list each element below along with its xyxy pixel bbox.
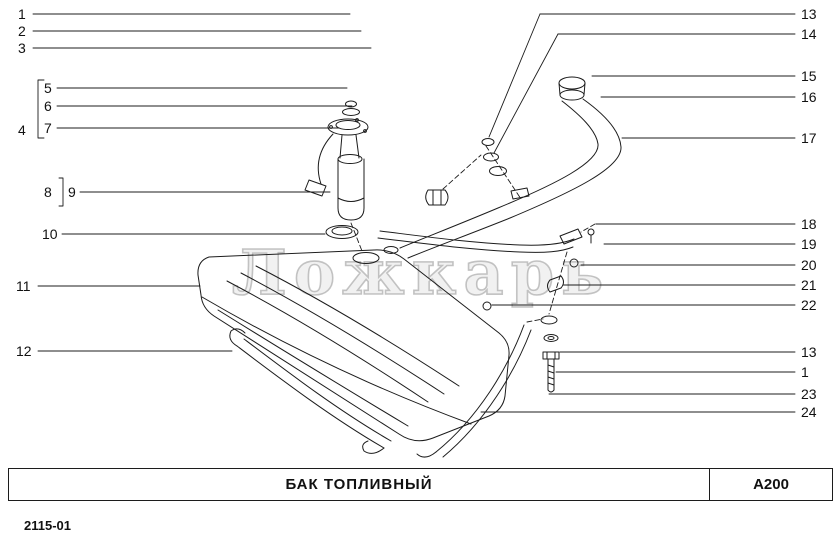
callout-5: 5 <box>44 80 52 96</box>
pump-flange <box>327 118 369 136</box>
callout-1-lower: 1 <box>801 364 809 380</box>
bolt-assembly <box>526 315 560 393</box>
callout-21: 21 <box>801 277 817 293</box>
callout-10: 10 <box>42 226 58 242</box>
callout-7: 7 <box>44 120 52 136</box>
strap-loop <box>229 328 246 347</box>
pump-nut <box>345 100 357 108</box>
callout-4: 4 <box>18 122 26 138</box>
pump-opening <box>352 252 380 264</box>
callout-8: 8 <box>44 184 52 200</box>
hose-bracket <box>559 228 583 245</box>
callout-9: 9 <box>68 184 76 200</box>
hose-clip <box>569 258 579 268</box>
bracket-group-4 <box>37 79 45 139</box>
callout-3: 3 <box>18 40 26 56</box>
callout-1: 1 <box>18 6 26 22</box>
washer-large <box>489 166 507 176</box>
filler-connection <box>383 246 399 254</box>
callout-2: 2 <box>18 23 26 39</box>
part-title: БАК ТОПЛИВНЫЙ <box>9 469 710 500</box>
callout-12: 12 <box>16 343 32 359</box>
callout-20: 20 <box>801 257 817 273</box>
callout-22: 22 <box>801 297 817 313</box>
pipe-clamp <box>510 187 530 200</box>
doc-number: 2115-01 <box>24 518 71 533</box>
callout-16: 16 <box>801 89 817 105</box>
washer-small <box>481 138 495 146</box>
callout-18: 18 <box>801 216 817 232</box>
bracket-screw <box>587 228 595 236</box>
pump-washer <box>342 108 360 116</box>
fuel-hose <box>377 223 596 315</box>
bolt-head <box>542 351 560 360</box>
callout-15: 15 <box>801 68 817 84</box>
watermark-text: Ложкарь <box>231 235 611 310</box>
callout-23: 23 <box>801 386 817 402</box>
float <box>304 179 327 197</box>
pump-body <box>337 158 365 221</box>
leader-lines <box>32 13 796 413</box>
strap-hook-left <box>362 440 385 454</box>
strap-hook-right <box>416 451 437 458</box>
callout-13-lower: 13 <box>801 344 817 360</box>
callout-11: 11 <box>16 278 31 294</box>
pipe-clip <box>482 301 492 311</box>
bolt-washer-bottom <box>543 334 559 342</box>
tank-body <box>197 246 510 442</box>
filler-pipe <box>399 76 622 259</box>
hose-clamp <box>547 275 564 293</box>
callout-19: 19 <box>801 236 817 252</box>
fuel-pump-module <box>304 100 369 252</box>
callout-13: 13 <box>801 6 817 22</box>
callout-6: 6 <box>44 98 52 114</box>
bolt-washer-top <box>540 315 558 325</box>
bracket-group-9 <box>58 177 64 207</box>
title-block: БАК ТОПЛИВНЫЙ A200 <box>8 468 833 501</box>
float-arm <box>317 133 334 185</box>
callout-24: 24 <box>801 404 817 420</box>
catalog-code: A200 <box>753 476 789 493</box>
callout-17: 17 <box>801 130 817 146</box>
rubber-buffer <box>425 189 449 206</box>
filler-cap <box>558 76 586 90</box>
mounting-straps <box>229 324 532 458</box>
callout-14: 14 <box>801 26 817 42</box>
gasket-ring <box>325 225 359 239</box>
